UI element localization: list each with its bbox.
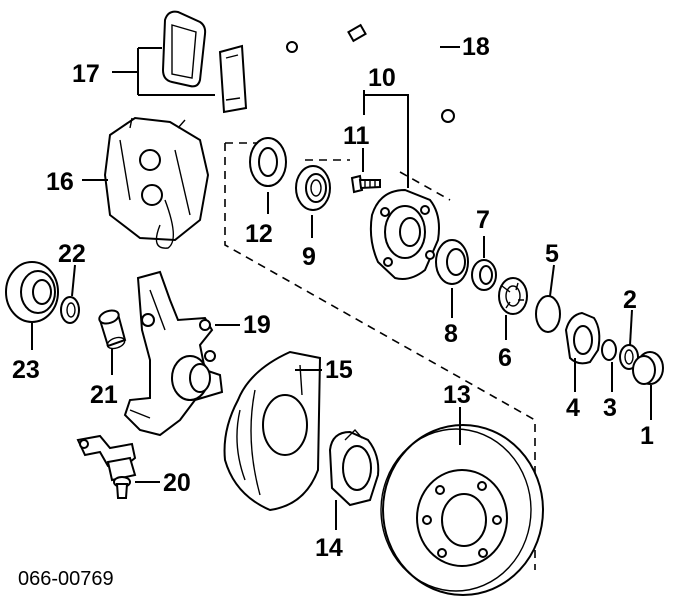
callout-21: 21 (90, 381, 118, 409)
splash-shield-part (223, 350, 322, 512)
callout-14: 14 (315, 534, 343, 562)
spindle-washer-part (60, 296, 80, 324)
callout-11: 11 (343, 122, 370, 150)
wheel-hub-part (369, 188, 440, 280)
inner-bearing-part (295, 165, 331, 211)
steering-knuckle-part (123, 270, 224, 437)
callout-16: 16 (46, 168, 74, 196)
callout-13: 13 (443, 381, 471, 409)
callout-4: 4 (566, 394, 580, 422)
callout-5: 5 (545, 240, 559, 268)
callout-12: 12 (245, 220, 273, 248)
callout-15: 15 (325, 356, 353, 384)
callout-17: 17 (72, 60, 100, 88)
assembly-boundary-dashed (224, 142, 536, 570)
caliper-part (103, 116, 210, 249)
bushing-part (98, 309, 127, 350)
dust-cover-part (328, 428, 380, 507)
callout-2: 2 (623, 286, 637, 314)
callout-8: 8 (444, 320, 458, 348)
callout-20: 20 (163, 469, 191, 497)
callout-19: 19 (243, 311, 271, 339)
oil-seal-part (249, 137, 287, 187)
outer-bearing-part (435, 239, 469, 285)
diagram-reference-number: 066-00769 (18, 568, 114, 590)
small-seal-part (601, 339, 617, 361)
callout-10: 10 (368, 64, 396, 92)
callout-6: 6 (498, 344, 512, 372)
callout-1: 1 (640, 422, 654, 450)
hub-cap-part (632, 351, 664, 385)
callout-7: 7 (476, 206, 490, 234)
callout-3: 3 (603, 394, 617, 422)
brake-pads-part (161, 10, 248, 114)
lock-washer-part (498, 277, 528, 315)
callout-18: 18 (462, 33, 490, 61)
o-ring-part (535, 295, 561, 333)
callout-22: 22 (58, 240, 86, 268)
locking-hub-part (564, 311, 601, 365)
brake-hose-part (286, 23, 455, 123)
brake-rotor-part (380, 424, 544, 596)
leader-lines (31, 46, 652, 530)
callout-9: 9 (302, 243, 316, 271)
outer-spindle-bearing-part (5, 261, 59, 323)
callout-23: 23 (12, 356, 40, 384)
ball-joint-part (76, 434, 137, 499)
washer-part (471, 259, 497, 291)
wheel-stud-part (350, 174, 381, 194)
